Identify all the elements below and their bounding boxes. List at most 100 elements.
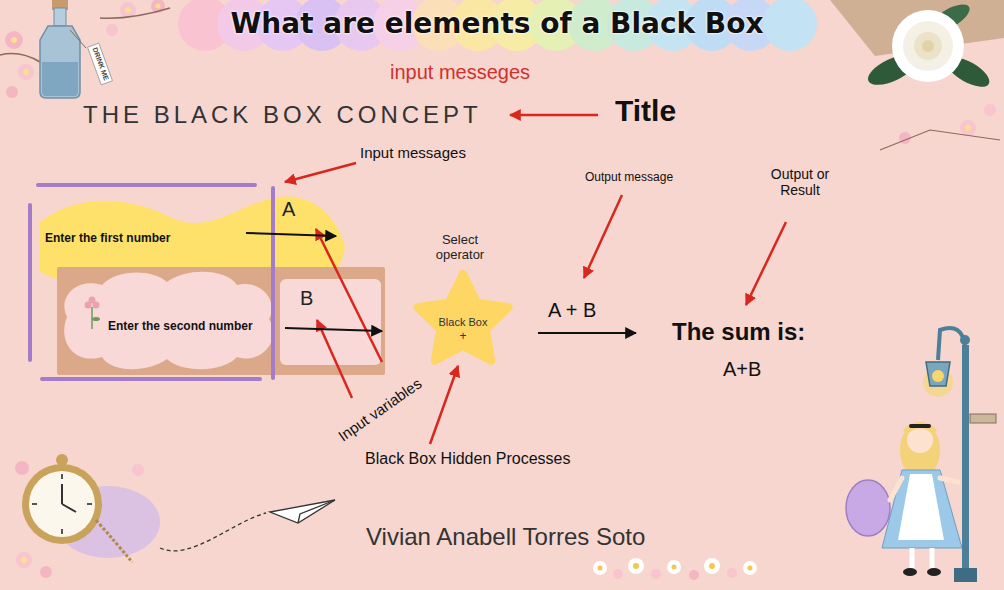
street-lamp (962, 345, 969, 577)
alice-figure (890, 478, 902, 500)
alice-figure (930, 548, 935, 568)
white-rose (914, 32, 942, 60)
flow-arrow (285, 328, 382, 331)
flower-border (667, 560, 681, 574)
flower-border (704, 558, 720, 574)
white-rose (892, 10, 964, 82)
star-shape (417, 274, 508, 361)
alice-figure (940, 478, 958, 482)
flower-icon (92, 317, 100, 321)
cherry-blossoms (11, 37, 17, 43)
callout-text: Select operator (424, 233, 496, 263)
street-lamp (960, 335, 970, 345)
cherry-blossoms (23, 69, 29, 75)
black-box-star: Black Box+ (411, 270, 515, 370)
potion-bottle (42, 62, 78, 96)
input-box: Enter the second numberB (57, 267, 385, 375)
callout-arrow (317, 320, 352, 398)
input-bracket (271, 188, 275, 378)
pocket-watch (96, 520, 132, 562)
alice-figure (846, 422, 962, 576)
alice-figure (882, 470, 962, 548)
flower-icon (91, 307, 93, 329)
white-rose (903, 21, 953, 71)
paper-plane (160, 500, 335, 551)
paper-plane (298, 500, 335, 523)
cloud-shape (64, 272, 273, 369)
pink-panel (280, 279, 381, 365)
flower-border (727, 568, 737, 578)
cherry-blossoms (100, 8, 170, 18)
cherry-blossoms (18, 64, 34, 80)
white-rose (880, 130, 1000, 150)
concept-heading: THE BLACK BOX CONCEPT (83, 101, 482, 129)
flower-border (633, 563, 639, 569)
callout-arrow (430, 366, 458, 444)
pocket-watch (15, 461, 29, 475)
variable-name: B (300, 287, 313, 310)
flower-icon (89, 297, 96, 304)
cherry-blossoms (5, 31, 23, 49)
result-heading: The sum is: (672, 318, 805, 346)
pocket-watch (40, 566, 52, 578)
flow-arrow (538, 332, 636, 334)
cherry-blossoms (125, 7, 131, 13)
flower-border (743, 561, 757, 575)
street-lamp (932, 370, 944, 382)
callout-text: Output or Result (760, 166, 840, 198)
page-title: What are elements of a Black Box (230, 8, 763, 40)
cherry-blossoms (0, 0, 170, 98)
box-label: Black Box (439, 316, 488, 329)
flower-border (628, 558, 644, 574)
callout-text: Input messages (360, 144, 466, 161)
flower-border (672, 565, 677, 570)
input-prompt: Enter the first number (45, 232, 170, 246)
input-bracket (28, 205, 32, 360)
street-lamp (970, 414, 996, 423)
title-bubbles (178, 0, 817, 51)
street-lamp (938, 328, 965, 360)
flower-border (593, 558, 757, 580)
pocket-watch (62, 504, 76, 512)
callout-arrow (316, 229, 382, 362)
pocket-watch (15, 454, 160, 578)
pocket-watch (87, 503, 92, 505)
pocket-watch (22, 464, 102, 544)
potion-bottle (40, 26, 80, 98)
alice-figure (909, 424, 931, 428)
flower-border (613, 569, 623, 579)
pocket-watch (61, 474, 63, 479)
variable-name: A (282, 198, 295, 221)
street-lamp (926, 362, 950, 386)
alice-figure (898, 474, 944, 540)
operator-symbol: + (459, 330, 466, 344)
callout-arrow (285, 115, 786, 444)
callout-arrow (510, 114, 598, 117)
cherry-blossoms (0, 54, 40, 62)
input-bracket (38, 183, 255, 187)
flower-border (651, 569, 661, 579)
potion-bottle (40, 0, 112, 98)
cherry-blossoms (156, 4, 161, 9)
alice-figure (910, 548, 915, 568)
callout-text: Input variables (335, 375, 425, 445)
input-bracket (30, 185, 273, 379)
callout-arrow (746, 222, 786, 305)
callout-arrow (285, 163, 356, 182)
pocket-watch (16, 552, 32, 568)
pocket-watch (61, 484, 63, 504)
alice-figure (905, 425, 935, 432)
paper-plane (270, 500, 335, 523)
white-rose (922, 40, 934, 52)
alice-figure (846, 480, 890, 536)
pocket-watch (29, 471, 95, 537)
flower-border (689, 570, 699, 580)
callout-text: Output message (585, 171, 673, 185)
flow-arrow (246, 233, 336, 236)
street-lamp (954, 568, 977, 582)
result-expression: A+B (723, 358, 761, 381)
author-name: Vivian Anabell Torres Soto (366, 523, 645, 551)
potion-bottle (88, 43, 113, 85)
